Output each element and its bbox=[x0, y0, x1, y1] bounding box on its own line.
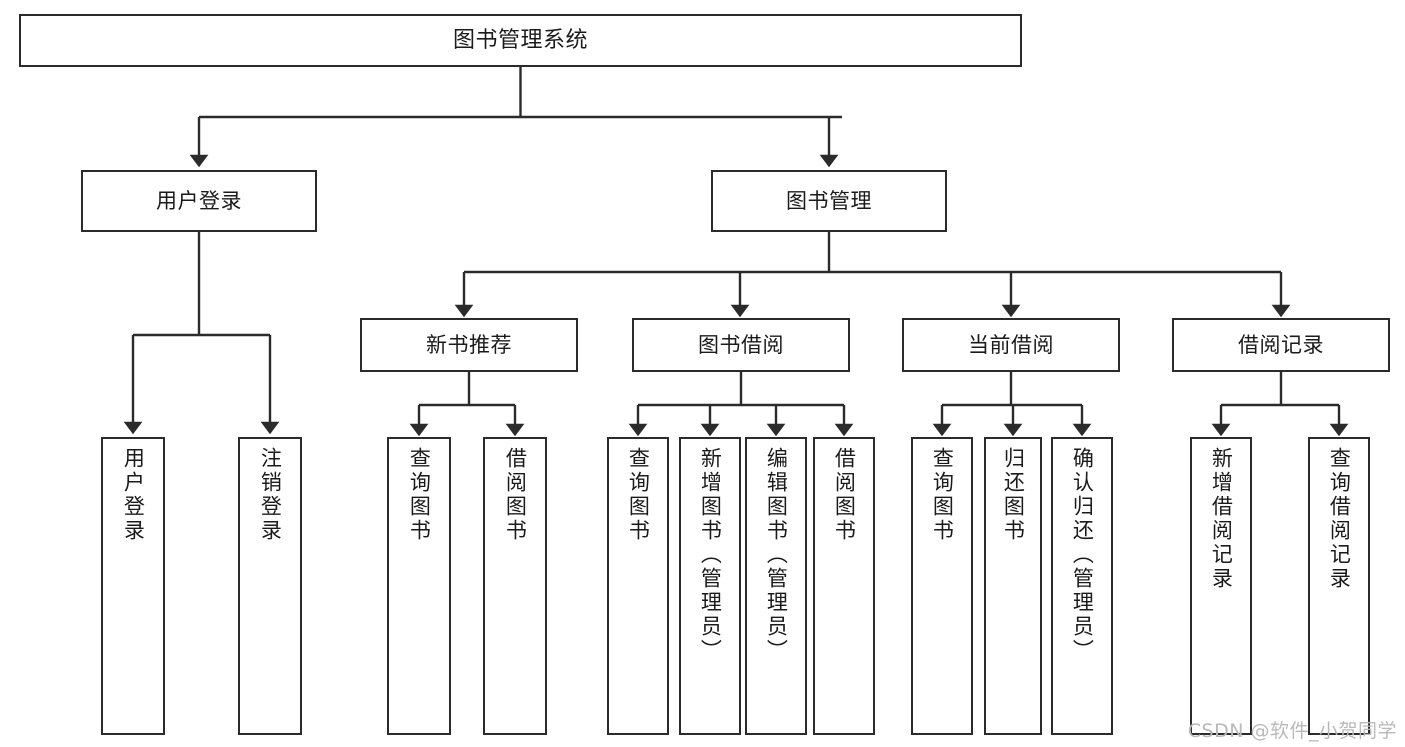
node-new-book-recommend[interactable]: 新书推荐 bbox=[360, 318, 578, 372]
leaf-borrow-book[interactable]: 借阅图书 bbox=[813, 437, 875, 735]
node-current-borrow[interactable]: 当前借阅 bbox=[902, 318, 1120, 372]
leaf-edit-book-admin[interactable]: 编辑图书（管理员） bbox=[745, 437, 807, 735]
csdn-watermark: CSDN @软件_小贺同学 bbox=[1187, 720, 1397, 742]
leaf-query-book-borrow-label: 查询图书 bbox=[626, 447, 651, 543]
leaf-query-borrow-record-label: 查询借阅记录 bbox=[1327, 447, 1352, 591]
leaf-borrow-book-recommend[interactable]: 借阅图书 bbox=[483, 437, 547, 735]
leaf-logout[interactable]: 注销登录 bbox=[238, 437, 302, 735]
node-borrow-record[interactable]: 借阅记录 bbox=[1172, 318, 1390, 372]
node-root[interactable]: 图书管理系统 bbox=[19, 14, 1022, 67]
leaf-add-borrow-record[interactable]: 新增借阅记录 bbox=[1190, 437, 1252, 735]
leaf-add-book-admin-label: 新增图书（管理员） bbox=[698, 447, 723, 663]
node-user-login-label: 用户登录 bbox=[156, 188, 242, 213]
node-borrow-record-label: 借阅记录 bbox=[1238, 332, 1324, 357]
node-book-management-label: 图书管理 bbox=[786, 188, 872, 213]
leaf-return-book[interactable]: 归还图书 bbox=[984, 437, 1042, 735]
leaf-query-book-current-label: 查询图书 bbox=[930, 447, 955, 543]
leaf-confirm-return-admin-label: 确认归还（管理员） bbox=[1070, 447, 1095, 663]
leaf-user-login[interactable]: 用户登录 bbox=[101, 437, 165, 735]
node-book-borrow-label: 图书借阅 bbox=[698, 332, 784, 357]
node-book-borrow[interactable]: 图书借阅 bbox=[632, 318, 850, 372]
leaf-add-book-admin[interactable]: 新增图书（管理员） bbox=[679, 437, 741, 735]
leaf-borrow-book-recommend-label: 借阅图书 bbox=[503, 447, 528, 543]
leaf-query-book-recommend[interactable]: 查询图书 bbox=[387, 437, 451, 735]
leaf-logout-label: 注销登录 bbox=[258, 447, 283, 543]
node-book-management[interactable]: 图书管理 bbox=[711, 170, 947, 232]
leaf-add-borrow-record-label: 新增借阅记录 bbox=[1209, 447, 1234, 591]
node-user-login[interactable]: 用户登录 bbox=[81, 170, 317, 232]
node-new-book-recommend-label: 新书推荐 bbox=[426, 332, 512, 357]
leaf-borrow-book-label: 借阅图书 bbox=[832, 447, 857, 543]
leaf-user-login-label: 用户登录 bbox=[121, 447, 146, 543]
leaf-query-book-borrow[interactable]: 查询图书 bbox=[607, 437, 669, 735]
leaf-confirm-return-admin[interactable]: 确认归还（管理员） bbox=[1051, 437, 1113, 735]
leaf-query-borrow-record[interactable]: 查询借阅记录 bbox=[1308, 437, 1370, 735]
leaf-return-book-label: 归还图书 bbox=[1001, 447, 1026, 543]
node-current-borrow-label: 当前借阅 bbox=[968, 332, 1054, 357]
leaf-query-book-current[interactable]: 查询图书 bbox=[911, 437, 973, 735]
leaf-edit-book-admin-label: 编辑图书（管理员） bbox=[764, 447, 789, 663]
leaf-query-book-recommend-label: 查询图书 bbox=[407, 447, 432, 543]
node-root-label: 图书管理系统 bbox=[452, 27, 588, 53]
